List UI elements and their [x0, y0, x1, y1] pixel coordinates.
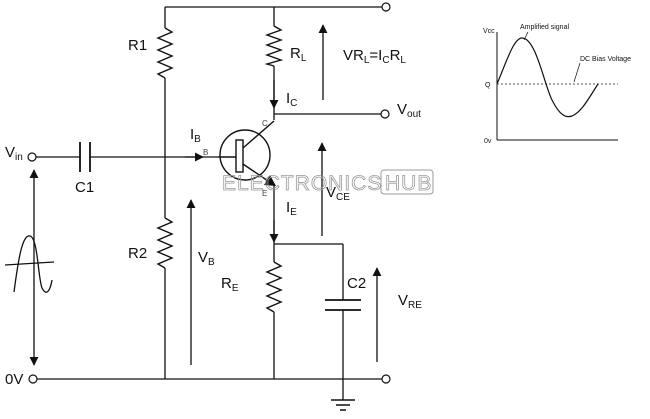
watermark: ELECTRONICS HUB	[222, 169, 434, 195]
emitter-pin-label: E	[262, 189, 267, 198]
re-label: RE	[221, 275, 239, 294]
base-pin-label: B	[203, 148, 208, 157]
input-signal-icon	[4, 235, 55, 293]
vin-terminal	[27, 152, 37, 162]
labels: R1 R2 RL VRL=ICRL IC Vout IB Vin C1 C B …	[5, 37, 422, 388]
watermark-badge	[380, 169, 434, 195]
inset-graph: Vcc Q 0v Amplified signal DC Bias Voltag…	[483, 24, 631, 145]
resistor-re	[265, 261, 283, 313]
zero-v-terminal	[28, 374, 38, 384]
signal-pointer	[523, 31, 529, 41]
collector-pin-label: C	[262, 119, 268, 128]
graph-q-label: Q	[485, 82, 491, 89]
vcc-terminal	[381, 2, 391, 12]
c2-label: C2	[347, 275, 366, 292]
capacitor-c2	[325, 299, 361, 311]
vout-label: Vout	[397, 101, 421, 120]
resistor-r2	[156, 217, 174, 269]
ic-label: IC	[286, 90, 297, 109]
r2-label: R2	[128, 245, 147, 262]
vb-label: VB	[198, 249, 215, 268]
rl-label: RL	[290, 45, 307, 64]
resistor-r1	[156, 27, 174, 79]
wires	[36, 6, 382, 400]
graph-signal-label: Amplified signal	[520, 24, 569, 31]
zero-v-label: 0V	[5, 371, 23, 388]
ie-label: IE	[286, 199, 297, 218]
vrl-equation: VRL=ICRL	[343, 47, 406, 66]
graph-vcc-label: Vcc	[483, 28, 495, 35]
bias-pointer	[573, 62, 581, 83]
terminals	[27, 2, 391, 384]
ground-terminal-right	[381, 374, 391, 384]
emitter-arrow-icon	[264, 175, 276, 186]
watermark-text: ELECTRONICS	[222, 172, 382, 195]
c1-label: C1	[75, 179, 94, 196]
ground-icon	[331, 399, 355, 411]
graph-0v-label: 0v	[484, 138, 492, 145]
capacitor-c1	[79, 142, 91, 172]
vce-label: VCE	[326, 184, 350, 203]
graph-bias-label: DC Bias Voltage	[580, 56, 631, 63]
vre-label: VRE	[398, 292, 422, 311]
ib-label: IB	[190, 126, 201, 145]
r1-label: R1	[128, 37, 147, 54]
resistor-rl	[264, 25, 284, 67]
vin-label: Vin	[5, 144, 23, 163]
watermark-badge-text: HUB	[385, 172, 432, 195]
amplified-signal-curve	[496, 37, 599, 118]
vout-terminal	[380, 109, 390, 119]
